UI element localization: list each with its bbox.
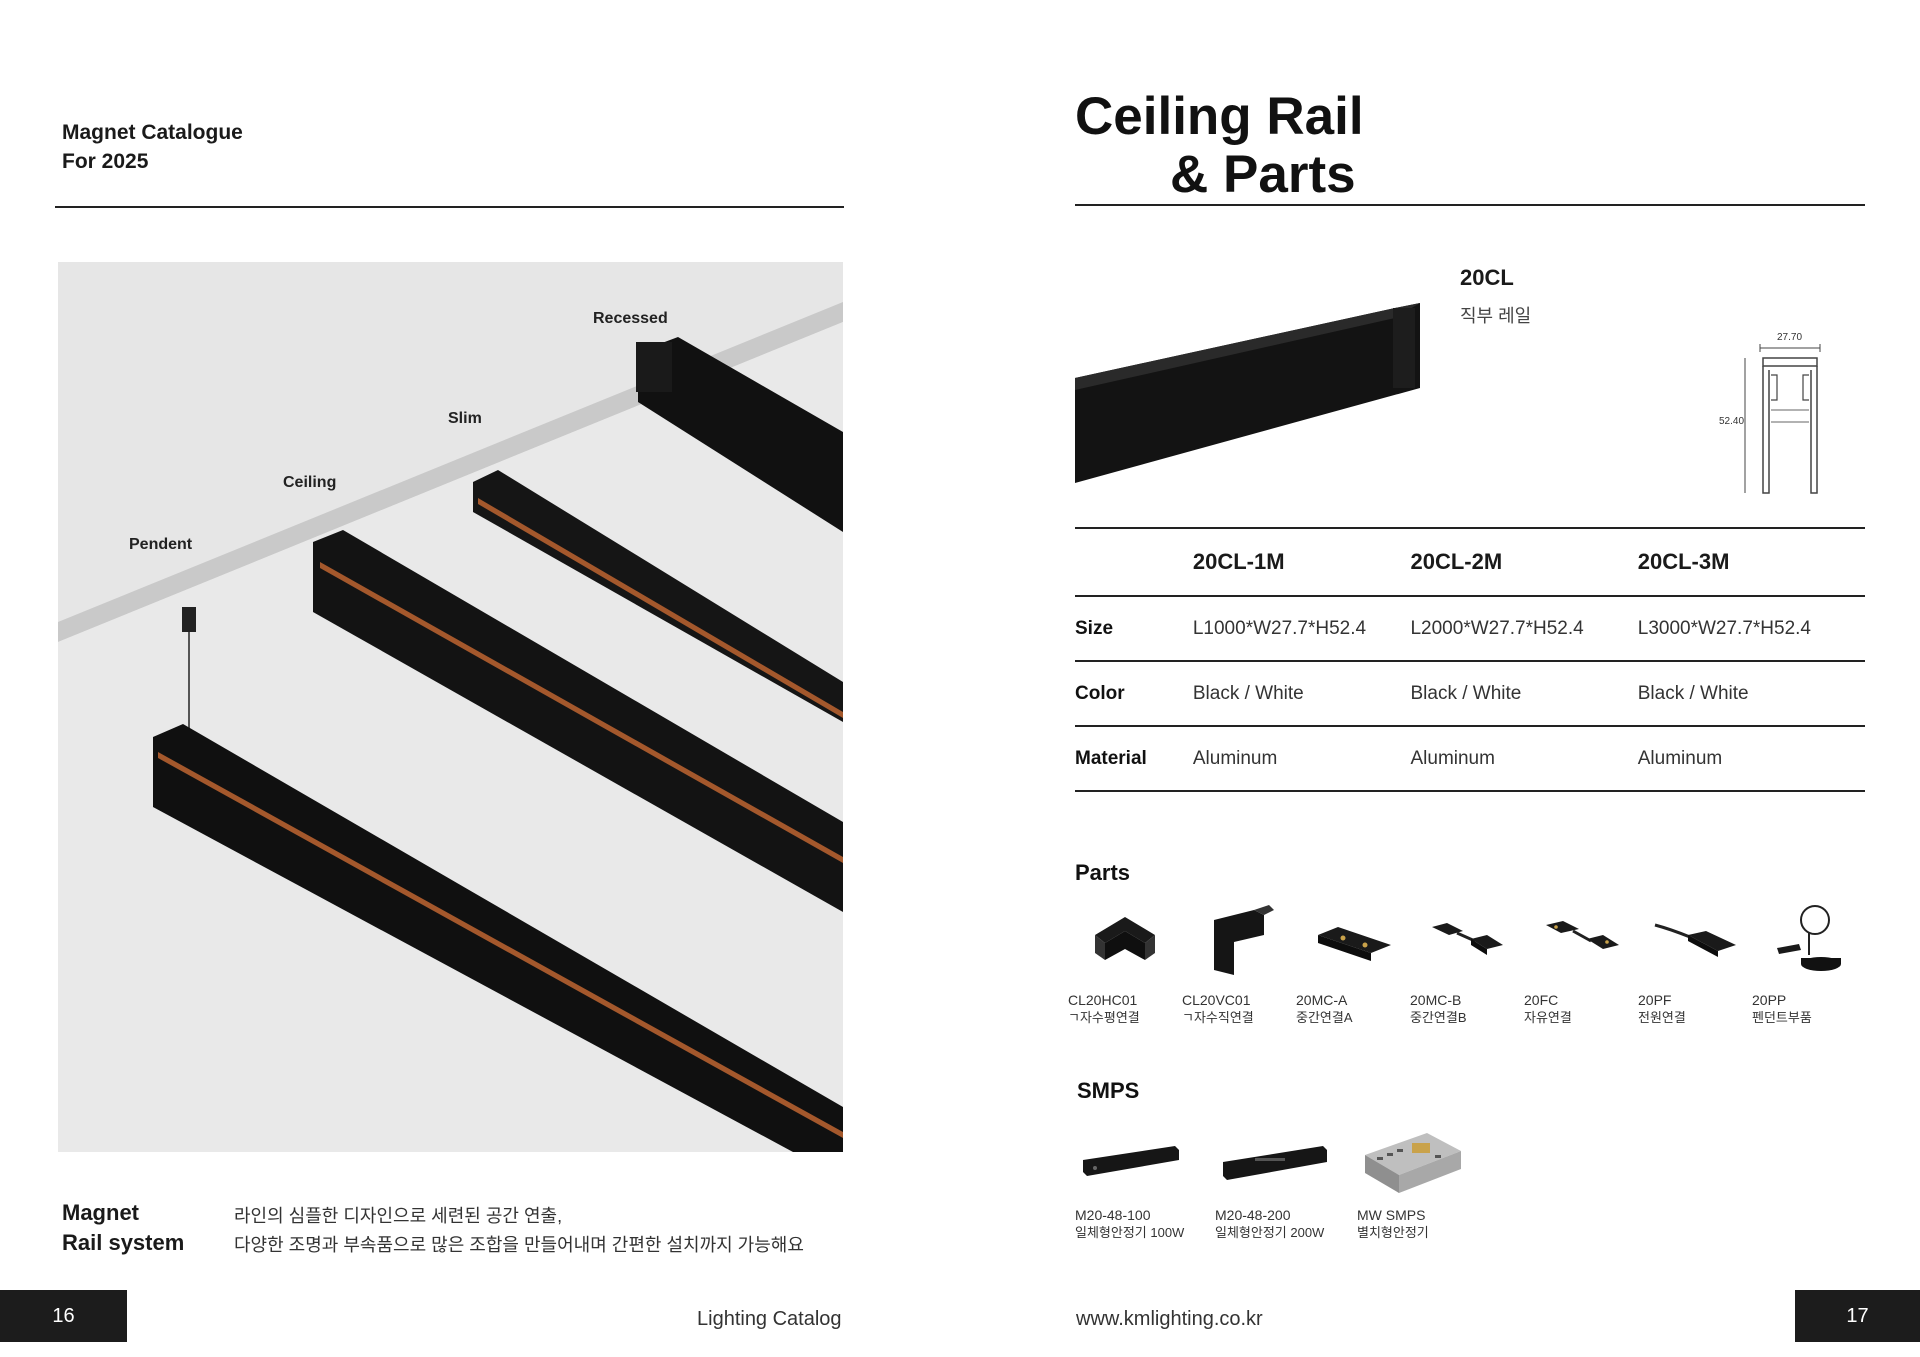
flexible-connector-icon [1524, 895, 1638, 985]
smps-item: M20-48-200 일체형안정기 200W [1215, 1125, 1357, 1241]
label-recessed: Recessed [593, 310, 668, 327]
dim-height-label: 52.40 [1719, 416, 1745, 427]
desc-line-1: 라인의 심플한 디자인으로 세련된 공간 연출, [234, 1206, 563, 1226]
part-item: CL20VC01 ㄱ자수직연결 [1182, 895, 1296, 1026]
spec-row-material: Material Aluminum Aluminum Aluminum [1075, 727, 1865, 792]
smps-section-title: SMPS [1077, 1078, 1140, 1103]
row-label: Size [1075, 617, 1114, 639]
parts-list: CL20HC01 ㄱ자수평연결 CL20VC01 ㄱ자수직연결 20MC-A 중… [1068, 895, 1866, 1026]
table-cell: L2000*W27.7*H52.4 [1410, 617, 1584, 639]
part-name: 전원연결 [1638, 1010, 1686, 1025]
part-code: 20MC-B [1410, 992, 1462, 1008]
smps-code: M20-48-200 [1215, 1207, 1291, 1223]
magnet-rail-description: 라인의 심플한 디자인으로 세련된 공간 연출, 다양한 조명과 부속품으로 많… [234, 1202, 804, 1260]
part-code: CL20HC01 [1068, 992, 1138, 1008]
part-name: ㄱ자수직연결 [1182, 1010, 1254, 1025]
smps-list: M20-48-100 일체형안정기 100W M20-48-200 일체형안정기… [1075, 1125, 1497, 1241]
table-cell: Black / White [1192, 682, 1304, 704]
page-title-line-1: Ceiling Rail [1075, 87, 1364, 146]
header-20cl-2m: 20CL-2M [1410, 549, 1503, 574]
magnet-title-line-2: Rail system [62, 1230, 185, 1255]
part-item: 20MC-A 중간연결A [1296, 895, 1410, 1026]
part-name: 펜던트부품 [1752, 1010, 1812, 1025]
part-code: 20PF [1638, 992, 1672, 1008]
part-code: 20FC [1524, 992, 1559, 1008]
part-name: ㄱ자수평연결 [1068, 1010, 1140, 1025]
smps-box-icon [1357, 1125, 1497, 1200]
product-rail-image [1075, 278, 1420, 493]
label-ceiling: Ceiling [283, 474, 337, 491]
row-label: Material [1075, 747, 1147, 769]
integrated-driver-icon [1075, 1125, 1215, 1200]
smps-name: 일체형안정기 200W [1215, 1225, 1325, 1240]
catalogue-heading: Magnet Catalogue For 2025 [62, 118, 243, 176]
desc-line-2: 다양한 조명과 부속품으로 많은 조합을 만들어내며 간편한 설치까지 가능해요 [234, 1235, 804, 1255]
magnet-rail-title: Magnet Rail system [62, 1198, 184, 1258]
dim-width-label: 27.70 [1777, 332, 1803, 343]
spec-row-size: Size L1000*W27.7*H52.4 L2000*W27.7*H52.4… [1075, 597, 1865, 662]
catalogue-line-2: For 2025 [62, 150, 149, 173]
table-cell: Aluminum [1192, 747, 1278, 769]
label-pendent: Pendent [129, 536, 193, 553]
rail-illustration [58, 302, 843, 1152]
smps-name: 일체형안정기 100W [1075, 1225, 1185, 1240]
middle-connector-b-icon [1410, 895, 1524, 985]
part-item: 20PF 전원연결 [1638, 895, 1752, 1026]
part-item: 20FC 자유연결 [1524, 895, 1638, 1026]
page-title-line-2: & Parts [1170, 145, 1356, 204]
right-header-divider [1075, 204, 1865, 206]
part-item: CL20HC01 ㄱ자수평연결 [1068, 895, 1182, 1026]
table-cell: Black / White [1410, 682, 1522, 704]
product-subtitle: 직부 레일 [1460, 306, 1532, 326]
spec-table-header: 20CL-1M 20CL-2M 20CL-3M [1075, 527, 1865, 597]
magnet-title-line-1: Magnet [62, 1200, 139, 1225]
pendant-part-icon [1752, 895, 1866, 985]
spec-row-color: Color Black / White Black / White Black … [1075, 662, 1865, 727]
table-cell: L1000*W27.7*H52.4 [1192, 617, 1367, 639]
table-cell: Aluminum [1637, 747, 1723, 769]
smps-item: MW SMPS 별치형안정기 [1357, 1125, 1497, 1241]
smps-item: M20-48-100 일체형안정기 100W [1075, 1125, 1215, 1241]
vertical-corner-icon [1182, 895, 1296, 985]
part-item: 20PP 펜던트부품 [1752, 895, 1866, 1026]
row-label: Color [1075, 682, 1125, 704]
page-number-right: 17 [1795, 1290, 1920, 1342]
header-20cl-1m: 20CL-1M [1192, 549, 1285, 574]
website-link[interactable]: www.kmlighting.co.kr [1076, 1308, 1263, 1330]
part-name: 중간연결B [1410, 1010, 1467, 1025]
table-cell: Aluminum [1410, 747, 1495, 769]
part-name: 중간연결A [1296, 1010, 1353, 1025]
smps-code: M20-48-100 [1075, 1207, 1151, 1223]
horizontal-corner-icon [1068, 895, 1182, 985]
spec-table: 20CL-1M 20CL-2M 20CL-3M Size L1000*W27.7… [1075, 527, 1865, 792]
catalogue-line-1: Magnet Catalogue [62, 121, 243, 144]
parts-section-title: Parts [1075, 860, 1131, 885]
integrated-driver-icon [1215, 1125, 1357, 1200]
product-code: 20CL [1460, 265, 1514, 290]
header-20cl-3m: 20CL-3M [1637, 549, 1730, 574]
table-cell: L3000*W27.7*H52.4 [1637, 617, 1811, 639]
smps-code: MW SMPS [1357, 1207, 1426, 1223]
footer-catalog-label: Lighting Catalog [697, 1308, 842, 1330]
part-code: CL20VC01 [1182, 992, 1251, 1008]
profile-dimension-drawing: 27.70 52.40 [1715, 330, 1825, 505]
part-item: 20MC-B 중간연결B [1410, 895, 1524, 1026]
table-cell: Black / White [1637, 682, 1749, 704]
power-feed-icon [1638, 895, 1752, 985]
part-name: 자유연결 [1524, 1010, 1572, 1025]
left-header-divider [55, 206, 844, 208]
part-code: 20PP [1752, 992, 1787, 1008]
label-slim: Slim [448, 410, 482, 427]
hero-rail-image: Recessed Slim Ceiling Pendent [58, 262, 843, 1152]
smps-name: 별치형안정기 [1357, 1225, 1429, 1240]
page-number-left: 16 [0, 1290, 127, 1342]
middle-connector-a-icon [1296, 895, 1410, 985]
part-code: 20MC-A [1296, 992, 1348, 1008]
